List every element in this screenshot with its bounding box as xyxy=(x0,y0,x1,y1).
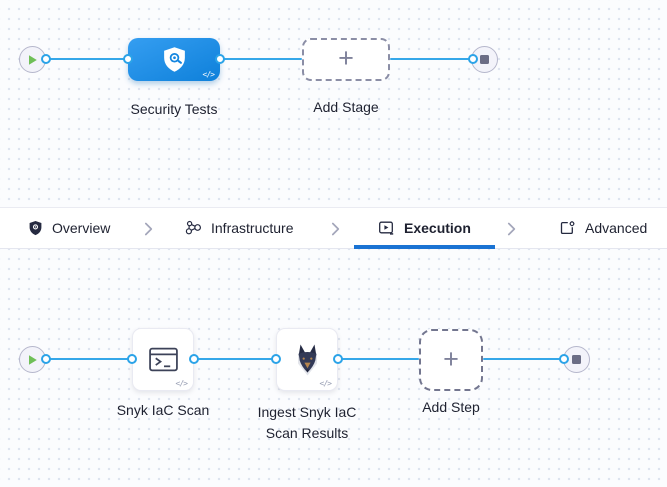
edge-connector xyxy=(483,358,566,360)
edge-connector xyxy=(390,58,474,60)
code-badge: </> xyxy=(175,379,188,388)
execution-icon xyxy=(378,220,395,236)
connector-dot xyxy=(41,354,51,364)
step-label-snyk-iac-scan: Snyk IaC Scan xyxy=(116,402,210,418)
code-badge: </> xyxy=(202,70,215,79)
connector-dot xyxy=(41,54,51,64)
add-step-button[interactable]: + xyxy=(419,329,483,391)
shield-gear-icon xyxy=(161,46,188,74)
code-badge: </> xyxy=(319,379,332,388)
connector-dot xyxy=(468,54,478,64)
tab-label: Execution xyxy=(404,220,471,236)
chevron-right-icon xyxy=(144,222,153,236)
add-step-label: Add Step xyxy=(422,399,480,415)
chevron-right-icon xyxy=(507,222,516,236)
step-card-snyk-iac-scan[interactable]: </> xyxy=(132,328,194,391)
stage-label: Security Tests xyxy=(130,101,218,117)
edge-connector xyxy=(44,58,128,60)
tab-label: Advanced xyxy=(585,220,648,236)
tab-infrastructure[interactable]: Infrastructure xyxy=(185,208,293,248)
stage-config-tab-bar: Overview Infrastructure xyxy=(0,207,667,249)
edge-connector xyxy=(220,58,302,60)
play-icon xyxy=(27,54,38,66)
stop-icon xyxy=(572,355,581,364)
stage-card-security-tests[interactable]: </> xyxy=(128,38,220,81)
snyk-doberman-icon xyxy=(291,343,324,377)
tab-overview[interactable]: Overview xyxy=(28,208,110,248)
chevron-right-icon xyxy=(331,222,340,236)
connector-dot xyxy=(215,54,225,64)
shield-icon xyxy=(28,220,43,236)
connector-dot xyxy=(127,354,137,364)
edge-connector xyxy=(338,358,419,360)
edge-connector xyxy=(194,358,276,360)
stop-icon xyxy=(480,55,489,64)
connector-dot xyxy=(333,354,343,364)
play-icon xyxy=(27,354,38,366)
terminal-icon xyxy=(148,346,179,373)
edge-connector xyxy=(44,358,132,360)
step-card-ingest-snyk-results[interactable]: </> xyxy=(276,328,338,391)
connector-dot xyxy=(559,354,569,364)
plus-icon: + xyxy=(443,343,459,374)
add-stage-label: Add Stage xyxy=(313,99,379,115)
tab-execution[interactable]: Execution xyxy=(354,208,495,249)
tab-label: Infrastructure xyxy=(211,220,294,236)
connector-dot xyxy=(123,54,133,64)
connector-dot xyxy=(271,354,281,364)
step-label-ingest-snyk-results: Ingest Snyk IaC Scan Results xyxy=(257,404,357,441)
tab-label: Overview xyxy=(52,220,111,236)
connector-dot xyxy=(189,354,199,364)
add-stage-button[interactable]: + xyxy=(302,38,390,81)
plus-icon: + xyxy=(338,43,354,73)
tab-advanced[interactable]: Advanced xyxy=(559,208,647,248)
infrastructure-icon xyxy=(185,220,202,236)
advanced-icon xyxy=(559,220,576,236)
